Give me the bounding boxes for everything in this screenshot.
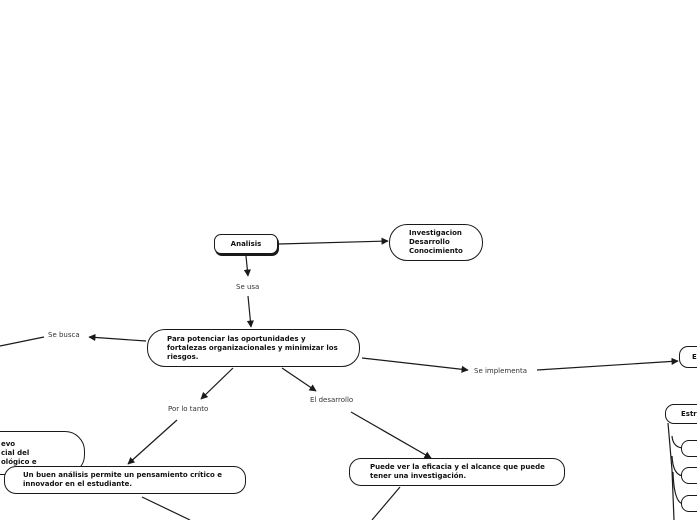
edge-eficacia-down (371, 486, 401, 520)
label-el-desarrollo: El desarrollo (308, 396, 356, 404)
label-se-busca: Se busca (46, 331, 82, 339)
edge-analisis-se-usa (243, 255, 251, 277)
node-right-e[interactable]: E (679, 346, 697, 368)
edge-potenciar-el-desarrollo (281, 367, 317, 392)
edge-potenciar-se-busca (88, 333, 147, 342)
label-por-lo-tanto: Por lo tanto (166, 405, 211, 413)
node-investigacion-text: Investigacion Desarrollo Conocimiento (409, 229, 463, 255)
label-se-implementa: Se implementa (472, 367, 530, 375)
node-estr-text: Estr (681, 409, 697, 418)
node-potenciar-text: Para potenciar las oportunidades y forta… (167, 334, 338, 361)
node-estr[interactable]: Estr (665, 404, 697, 424)
edge-por-lo-tanto-buen-analisis (127, 419, 178, 465)
node-estr-child-1[interactable] (681, 440, 697, 457)
node-eficacia[interactable]: Puede ver la eficacia y el alcance que p… (349, 458, 565, 486)
edge-analisis-investigacion (278, 237, 389, 245)
edge-se-usa-potenciar (246, 295, 254, 328)
node-eficacia-text: Puede ver la eficacia y el alcance que p… (370, 463, 545, 480)
node-investigacion[interactable]: Investigacion Desarrollo Conocimiento (389, 224, 483, 261)
estr-tree-bracket (667, 422, 675, 520)
node-estr-child-3[interactable] (681, 495, 697, 512)
node-potenciar[interactable]: Para potenciar las oportunidades y forta… (147, 329, 360, 367)
edge-buen-analisis-down (141, 496, 191, 520)
label-se-usa: Se usa (234, 283, 262, 291)
edge-se-implementa-e (536, 357, 679, 371)
edge-potenciar-se-implementa (361, 357, 469, 373)
node-buen-analisis[interactable]: Un buen análisis permite un pensamiento … (4, 466, 246, 494)
edge-potenciar-por-lo-tanto (200, 367, 234, 400)
node-buen-analisis-text: Un buen análisis permite un pensamiento … (23, 471, 223, 488)
node-analisis[interactable]: Analisis (214, 234, 278, 254)
node-analisis-text: Analisis (230, 239, 262, 248)
node-estr-child-2[interactable] (681, 467, 697, 484)
edge-el-desarrollo-eficacia (350, 411, 432, 459)
node-right-e-text: E (692, 352, 697, 361)
node-nuevo-partial-text: evo cial del ológico e (1, 439, 37, 466)
edge-se-busca-offscreen (0, 336, 45, 347)
